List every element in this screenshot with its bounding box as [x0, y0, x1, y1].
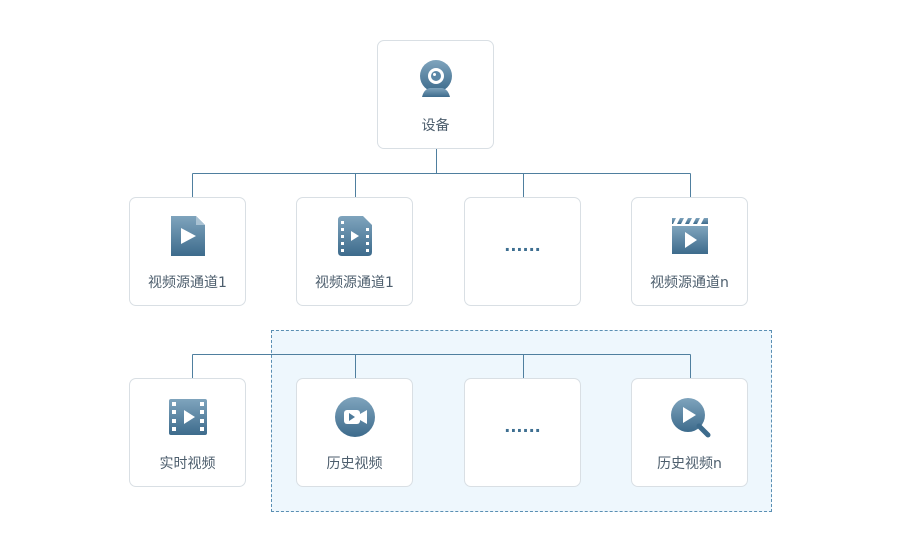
device-label: 设备: [421, 118, 450, 134]
search-play-icon: [668, 395, 712, 439]
channel-label-1: 视频源通道1: [148, 275, 227, 291]
video-label-history-n: 历史视频n: [657, 456, 722, 472]
video-file-icon: [166, 214, 210, 258]
channel-node-2[interactable]: 视频源通道1: [296, 197, 413, 306]
device-node[interactable]: 设备: [377, 40, 494, 149]
video-node-history-n[interactable]: 历史视频n: [631, 378, 748, 487]
channel-node-n[interactable]: 视频源通道n: [631, 197, 748, 306]
video-node-ellipsis[interactable]: ......: [464, 378, 581, 487]
channel-node-ellipsis[interactable]: ......: [464, 197, 581, 306]
channel-ellipsis: ......: [504, 236, 541, 255]
channel-label-2: 视频源通道1: [315, 275, 394, 291]
filmstrip-icon: [166, 395, 210, 439]
video-camera-circle-icon: [333, 395, 377, 439]
clapperboard-icon: [668, 214, 712, 258]
channel-label-n: 视频源通道n: [650, 275, 729, 291]
webcam-icon: [414, 57, 458, 101]
video-ellipsis: ......: [504, 417, 541, 436]
video-node-history[interactable]: 历史视频: [296, 378, 413, 487]
film-play-icon: [333, 214, 377, 258]
video-label-realtime: 实时视频: [159, 456, 216, 472]
video-node-realtime[interactable]: 实时视频: [129, 378, 246, 487]
channel-node-1[interactable]: 视频源通道1: [129, 197, 246, 306]
video-label-history: 历史视频: [326, 456, 383, 472]
